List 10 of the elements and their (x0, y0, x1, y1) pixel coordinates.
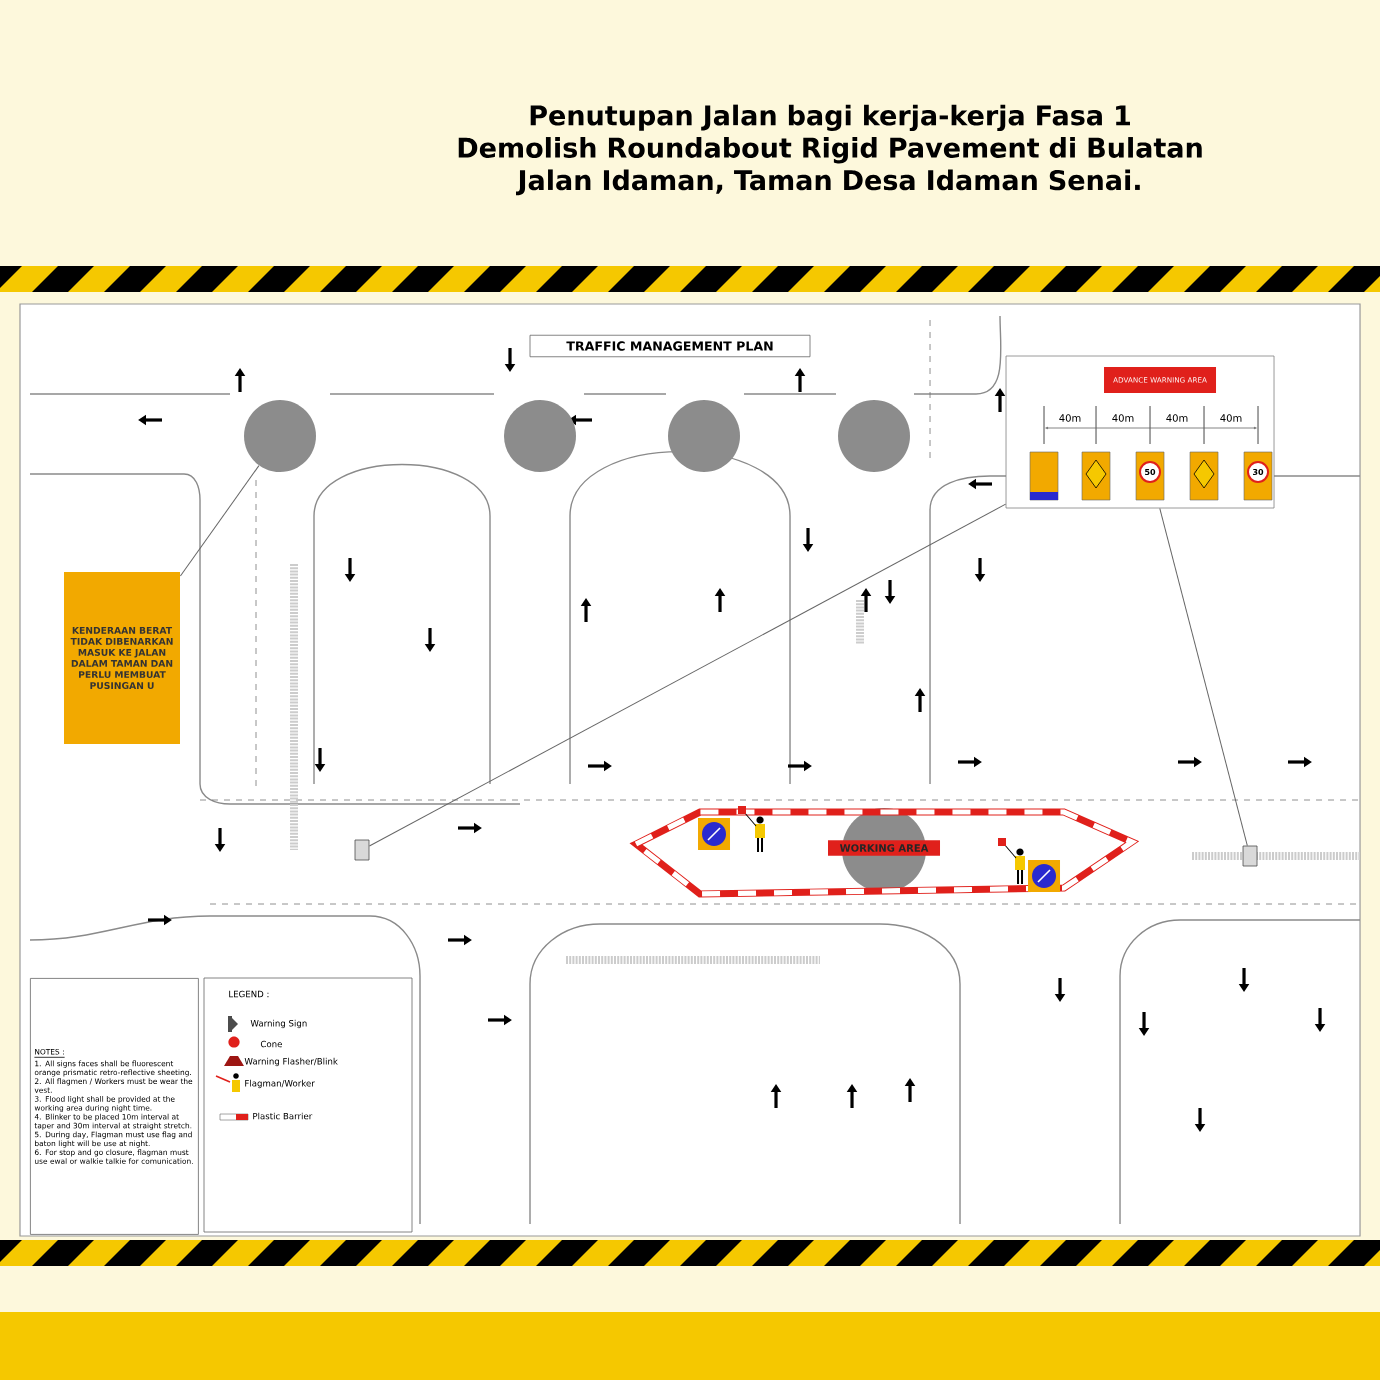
leader-line (1159, 507, 1248, 847)
roundabout-circle (504, 400, 576, 472)
roundabout-circle (244, 400, 316, 472)
warning-sign-symbol (1242, 845, 1258, 867)
leader-line (368, 503, 1007, 847)
warning-sign-symbol (354, 839, 370, 861)
title: Penutupan Jalan bagi kerja-kerja Fasa 1 Demolish Roundabout Rigid Pavement di Bulatan Jalan Idaman, Taman Desa Idaman Senai. (458, 104, 1202, 196)
roundabout-circle (668, 400, 740, 472)
leader-line (179, 465, 260, 577)
roundabout-circle (838, 400, 910, 472)
